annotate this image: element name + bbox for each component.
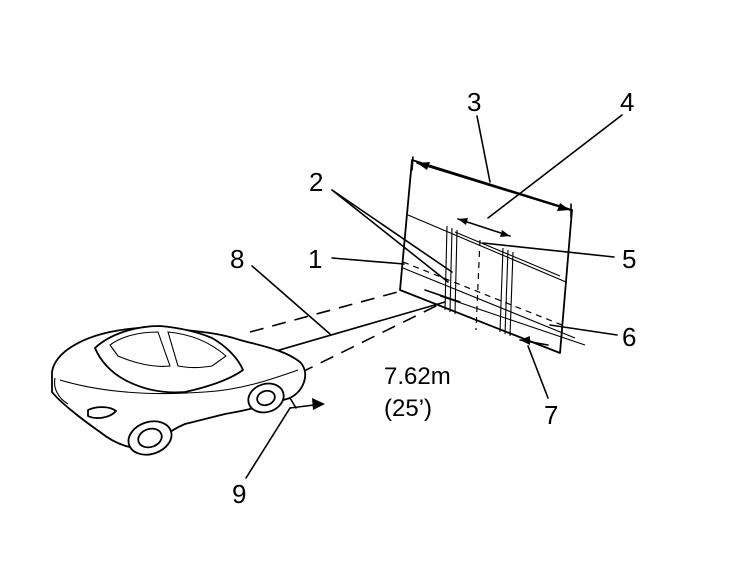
tail-lamp xyxy=(87,406,117,419)
rear-bumper xyxy=(54,377,69,405)
beam-lower xyxy=(299,304,439,374)
callout-3: 3 xyxy=(467,87,481,117)
callout-6: 6 xyxy=(622,322,636,352)
screen-outline xyxy=(399,159,573,354)
front-wheel-hub xyxy=(256,389,276,407)
vertical-line-right-1 xyxy=(499,247,504,333)
dimension-3 xyxy=(411,156,572,218)
leader-6 xyxy=(549,324,618,336)
callout-7: 7 xyxy=(544,400,558,430)
leader-3 xyxy=(476,115,491,183)
dimension-3-line xyxy=(416,162,571,211)
horizontal-reference-line xyxy=(402,267,576,339)
ground-line xyxy=(439,295,586,346)
callout-5: 5 xyxy=(622,244,636,274)
dimension-4-arrow-left xyxy=(458,218,468,225)
vertical-line-right-3 xyxy=(509,251,514,337)
screen-base-arrowhead xyxy=(520,336,530,345)
leader-1 xyxy=(331,257,405,265)
callout-8: 8 xyxy=(230,244,244,274)
leader-7 xyxy=(527,345,549,399)
distance-imperial: (25’) xyxy=(384,395,432,422)
leader-9 xyxy=(245,407,291,479)
dimension-3-arrow-left xyxy=(417,162,430,170)
vehicle-centerline xyxy=(475,239,481,331)
leader-5 xyxy=(482,242,615,258)
callout-2: 2 xyxy=(309,167,323,197)
beam-upper xyxy=(249,289,406,333)
vehicle xyxy=(51,325,325,456)
leader-4 xyxy=(487,114,623,219)
rear-wheel-hub xyxy=(137,427,163,449)
screen-line-upper xyxy=(407,214,567,283)
leader-8 xyxy=(251,265,331,335)
callout-4: 4 xyxy=(620,87,634,117)
vertical-line-right-2 xyxy=(504,249,509,335)
distance-metric: 7.62m xyxy=(384,363,451,390)
leader-2b xyxy=(331,189,453,273)
vehicle-beltline xyxy=(59,369,299,395)
aiming-screen xyxy=(399,159,586,354)
dimension-4-arrow-right xyxy=(500,230,510,237)
screen-base-mark xyxy=(424,289,461,303)
dimension-3-tick-left xyxy=(411,156,414,171)
tire-direction-arrowhead xyxy=(312,398,325,410)
callout-labels: 1 2 3 4 5 6 7 8 9 xyxy=(230,87,636,509)
vehicle-side-window xyxy=(167,331,227,369)
callout-1: 1 xyxy=(308,244,322,274)
leader-2a xyxy=(331,189,449,283)
dimension-3-arrow-right xyxy=(557,203,570,211)
tire-direction-tick xyxy=(289,397,297,409)
callout-9: 9 xyxy=(232,479,246,509)
dimension-4 xyxy=(457,218,511,237)
leader-lines xyxy=(245,114,623,479)
distance-label: 7.62m (25’) xyxy=(384,363,451,422)
vehicle-rear-window xyxy=(109,331,171,367)
